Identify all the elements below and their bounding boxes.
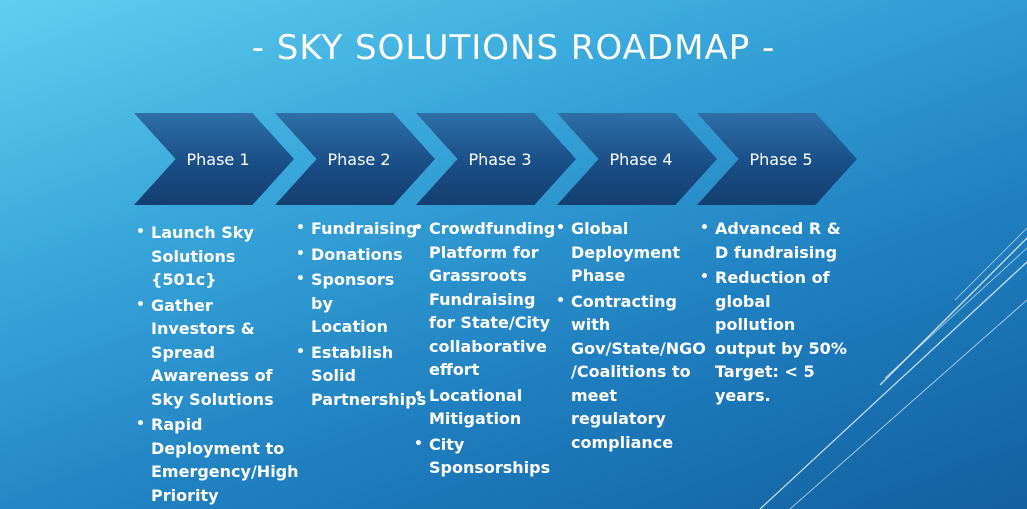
deco-line	[879, 237, 1027, 386]
phase-3-label: Phase 3	[468, 149, 532, 169]
phase-2-label: Phase 2	[327, 149, 391, 169]
phase-2-list: Fundraising Donations Sponsors by Locati…	[296, 217, 426, 413]
list-item: Fundraising	[296, 217, 417, 241]
slide-title: - SKY SOLUTIONS ROADMAP -	[251, 28, 776, 68]
phase-5-chevron: Phase 5	[697, 113, 857, 205]
list-item: City Sponsorships	[414, 433, 556, 480]
list-item: Rapid Deployment to Emergency/High Prior…	[136, 413, 299, 509]
list-item: Donations	[296, 243, 414, 267]
phase-5-list: Advanced R & D fundraising Reduction of …	[700, 217, 850, 409]
phase-1-label: Phase 1	[186, 149, 250, 169]
list-item: Establish Solid Partnerships	[296, 341, 426, 412]
list-item: Gather Investors & Spread Awareness of S…	[136, 294, 296, 412]
phase-1-chevron: Phase 1	[134, 113, 294, 205]
phase-4-list: Global Deployment Phase Contracting with…	[556, 217, 706, 456]
deco-line	[954, 227, 1027, 301]
list-item: Reduction of global pollution output by …	[700, 266, 850, 407]
list-item: Crowdfunding Platform for Grassroots Fun…	[414, 217, 556, 382]
phase-4-chevron: Phase 4	[557, 113, 717, 205]
list-item: Launch Sky Solutions {501c}	[136, 221, 296, 292]
list-item: Contracting with Gov/State/NGO /Coalitio…	[556, 290, 706, 455]
deco-line	[884, 247, 1027, 379]
phase-2-chevron: Phase 2	[275, 113, 435, 205]
list-item: Sponsors by Location	[296, 268, 414, 339]
phase-4-label: Phase 4	[609, 149, 673, 169]
phase-3-chevron: Phase 3	[416, 113, 576, 205]
phase-5-label: Phase 5	[749, 149, 813, 169]
phase-1-list: Launch Sky Solutions {501c} Gather Inves…	[136, 221, 299, 509]
phase-3-list: Crowdfunding Platform for Grassroots Fun…	[414, 217, 556, 482]
list-item: Global Deployment Phase	[556, 217, 704, 288]
list-item: Advanced R & D fundraising	[700, 217, 850, 264]
list-item: Locational Mitigation	[414, 384, 556, 431]
